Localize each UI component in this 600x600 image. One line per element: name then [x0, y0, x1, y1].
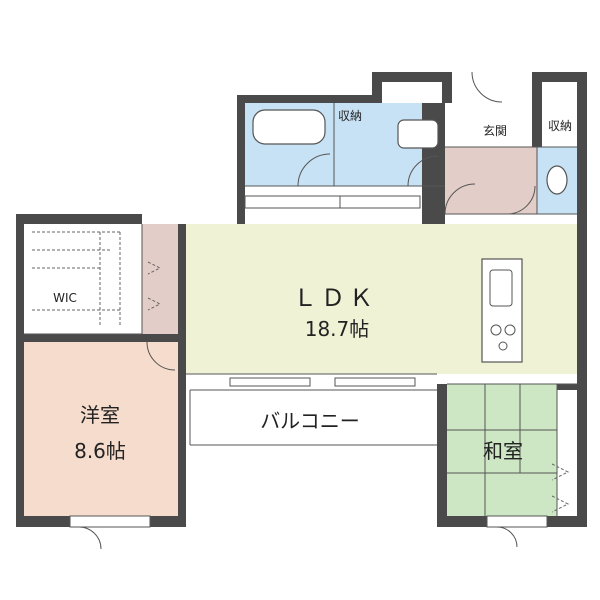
wic-label: WIC	[53, 291, 77, 305]
stove-burner-icon	[498, 341, 508, 351]
balcony-outline	[189, 389, 437, 446]
entrance-area	[445, 147, 537, 214]
washbasin-icon	[397, 119, 439, 149]
sink-icon	[489, 269, 513, 307]
ldk-size: 18.7帖	[305, 317, 370, 341]
western-room-label: 洋室	[80, 403, 120, 427]
ldk-label: ＬＤＫ	[293, 284, 377, 312]
stove-burner-icon	[504, 324, 516, 336]
windows	[69, 195, 548, 528]
balcony-label: バルコニー	[260, 409, 360, 433]
interior-lines	[24, 103, 577, 516]
stove-burner-icon	[490, 324, 502, 336]
tatami-lines	[447, 384, 557, 516]
storage-label-bath: 収納	[338, 109, 362, 123]
bathtub-icon	[252, 109, 326, 145]
door-swings	[78, 71, 536, 550]
toilet-icon	[546, 165, 568, 195]
entrance-label: 玄関	[483, 123, 507, 138]
japanese-room-area	[447, 384, 557, 516]
japanese-room-label: 和室	[483, 439, 523, 463]
western-room-size: 8.6帖	[74, 439, 126, 463]
wic-shelves	[32, 231, 570, 513]
storage-label-entrance: 収納	[548, 119, 572, 133]
western-room-area	[24, 342, 186, 516]
kitchen-counter	[481, 258, 523, 363]
